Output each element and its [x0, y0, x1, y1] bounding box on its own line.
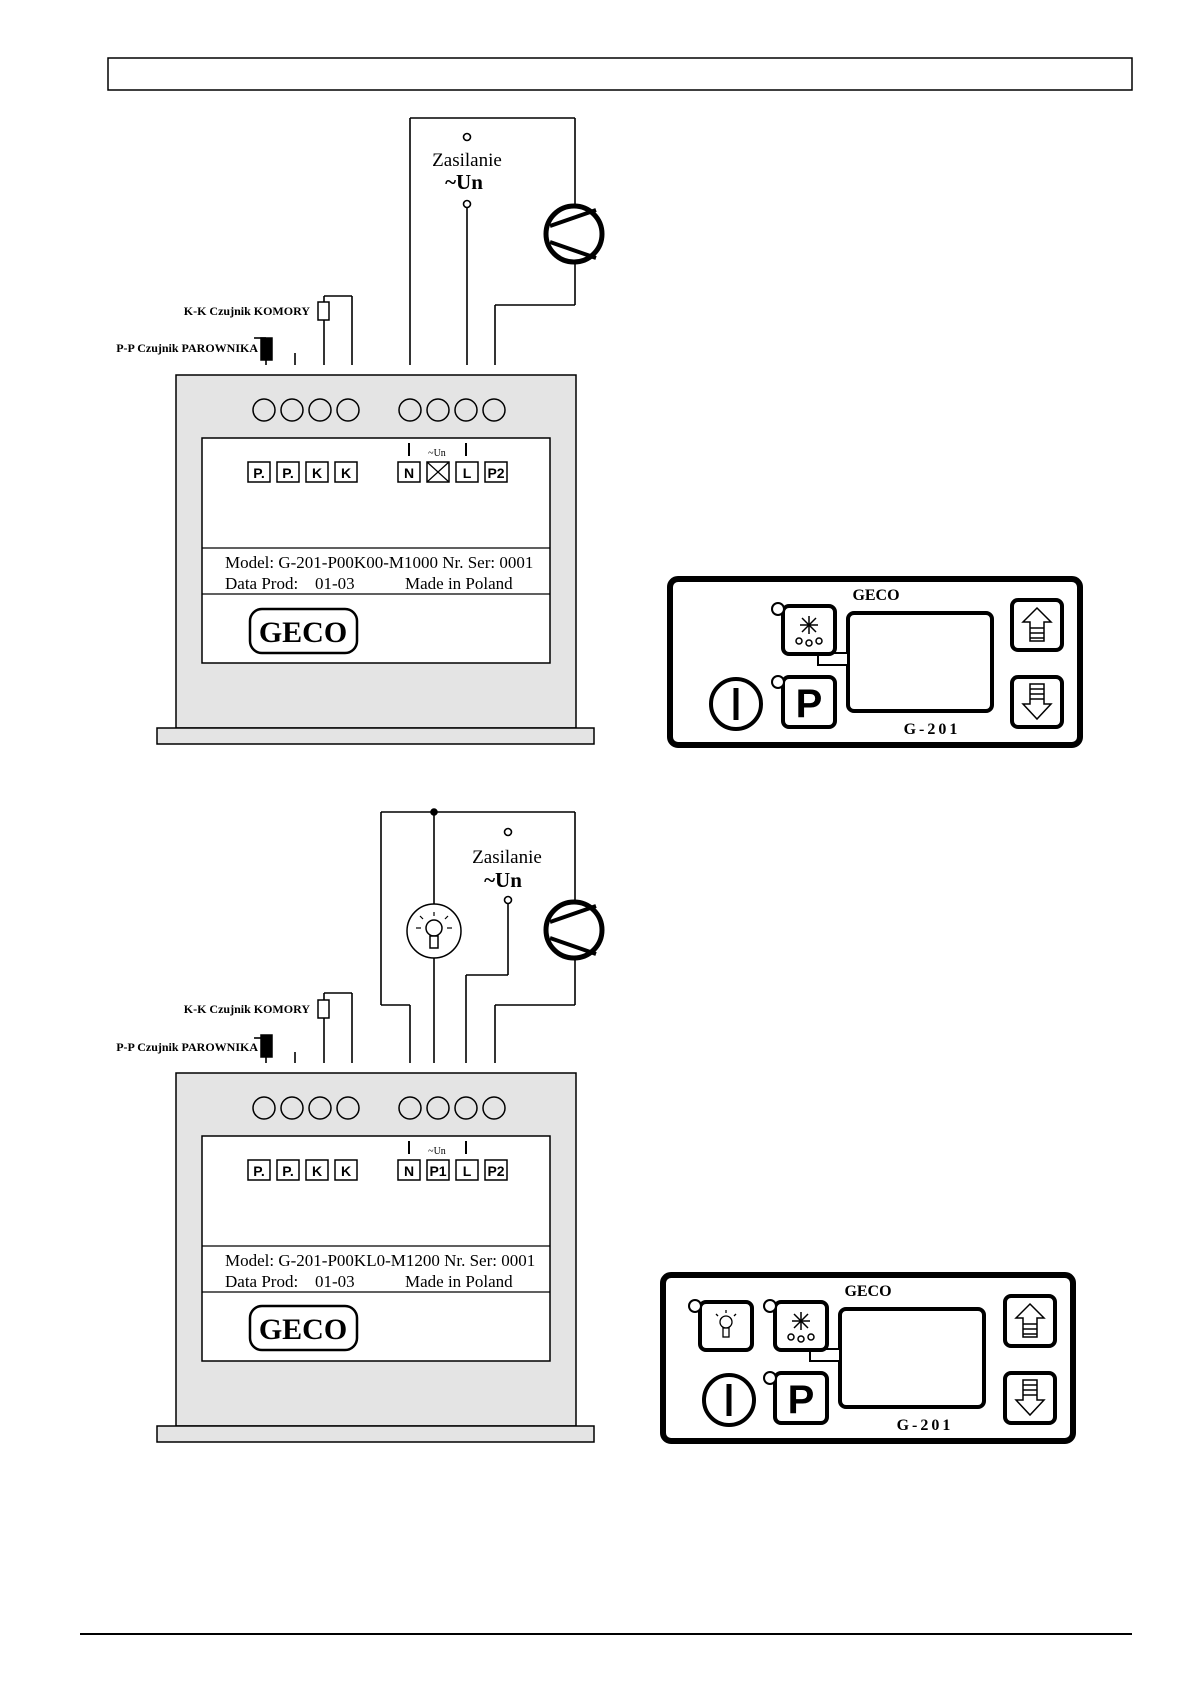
lamp-icon	[715, 1310, 737, 1338]
terminal-label: P.	[253, 465, 264, 481]
terminal-label: L	[463, 1163, 472, 1179]
panel-model: G-201	[904, 721, 961, 738]
panel-model: G-201	[897, 1417, 954, 1434]
date-value: 01-03	[315, 1272, 355, 1291]
terminal-label: L	[463, 465, 472, 481]
program-button[interactable]: P	[771, 675, 837, 729]
down-button[interactable]	[1010, 675, 1064, 729]
controller-housing-2	[156, 1072, 595, 1443]
made-in: Made in Poland	[405, 574, 513, 593]
brand-logo: GECO	[259, 1313, 347, 1346]
defrost-button[interactable]	[771, 602, 837, 656]
supply-label: Zasilanie	[432, 150, 502, 171]
terminal-label: P1	[429, 1163, 446, 1179]
supply-label: Zasilanie	[472, 847, 542, 868]
date-value: 01-03	[315, 574, 355, 593]
date-label: Data Prod:	[225, 574, 298, 593]
defrost-button[interactable]	[763, 1299, 829, 1352]
compressor-icon	[543, 899, 605, 961]
chamber-sensor-icon	[317, 301, 330, 321]
evaporator-sensor-label: P-P Czujnik PAROWNIKA	[116, 341, 258, 355]
program-icon: P	[796, 682, 823, 726]
supply-voltage: ~Un	[445, 170, 483, 194]
panel-brand: GECO	[844, 1283, 891, 1300]
program-button[interactable]: P	[763, 1371, 829, 1425]
terminal-label: N	[404, 1163, 414, 1179]
chamber-sensor-label: K-K Czujnik KOMORY	[184, 304, 311, 318]
evaporator-sensor-icon	[260, 1034, 273, 1058]
up-button[interactable]	[1003, 1294, 1057, 1348]
terminal-label: K	[312, 1163, 322, 1179]
program-icon: P	[788, 1378, 815, 1422]
compressor-icon	[543, 203, 605, 265]
terminal-label: K	[312, 465, 322, 481]
terminal-label: K	[341, 1163, 351, 1179]
header-box	[107, 57, 1133, 91]
terminal-label: P2	[487, 1163, 504, 1179]
un-label: ~Un	[428, 1146, 446, 1157]
terminal-label: P2	[487, 465, 504, 481]
un-label: ~Un	[428, 448, 446, 459]
terminal-label: P.	[253, 1163, 264, 1179]
evaporator-sensor-label: P-P Czujnik PAROWNIKA	[116, 1040, 258, 1054]
evaporator-sensor-icon	[260, 337, 273, 361]
terminal-label: P.	[282, 465, 293, 481]
panel-brand: GECO	[852, 587, 899, 604]
brand-logo-frame	[248, 607, 359, 655]
defrost-icon	[787, 1312, 815, 1343]
arrow-down-icon	[1014, 1379, 1046, 1417]
chamber-sensor-icon	[317, 999, 330, 1019]
made-in: Made in Poland	[405, 1272, 513, 1291]
terminal-label: P.	[282, 1163, 293, 1179]
wiring-diagram-1	[254, 117, 576, 365]
model-line: Model: G-201-P00K00-M1000 Nr. Ser: 0001	[225, 553, 533, 572]
power-button[interactable]	[709, 677, 763, 731]
front-panel-2: P	[660, 1272, 1076, 1444]
model-line: Model: G-201-P00KL0-M1200 Nr. Ser: 0001	[225, 1251, 535, 1270]
power-button[interactable]	[702, 1373, 756, 1427]
defrost-icon	[795, 616, 823, 647]
wiring-diagram-2	[254, 808, 576, 1063]
arrow-up-icon	[1021, 606, 1053, 642]
up-button[interactable]	[1010, 598, 1064, 652]
arrow-down-icon	[1021, 683, 1053, 721]
brand-logo-frame	[248, 1304, 359, 1352]
terminal-label: N	[404, 465, 414, 481]
brand-logo: GECO	[259, 616, 347, 649]
arrow-up-icon	[1014, 1302, 1046, 1338]
front-panel-1: P	[667, 576, 1083, 748]
down-button[interactable]	[1003, 1371, 1057, 1425]
lamp-icon	[406, 903, 462, 959]
terminal-label: K	[341, 465, 351, 481]
light-button[interactable]	[688, 1299, 754, 1352]
chamber-sensor-label: K-K Czujnik KOMORY	[184, 1002, 311, 1016]
supply-voltage: ~Un	[484, 868, 522, 892]
date-label: Data Prod:	[225, 1272, 298, 1291]
